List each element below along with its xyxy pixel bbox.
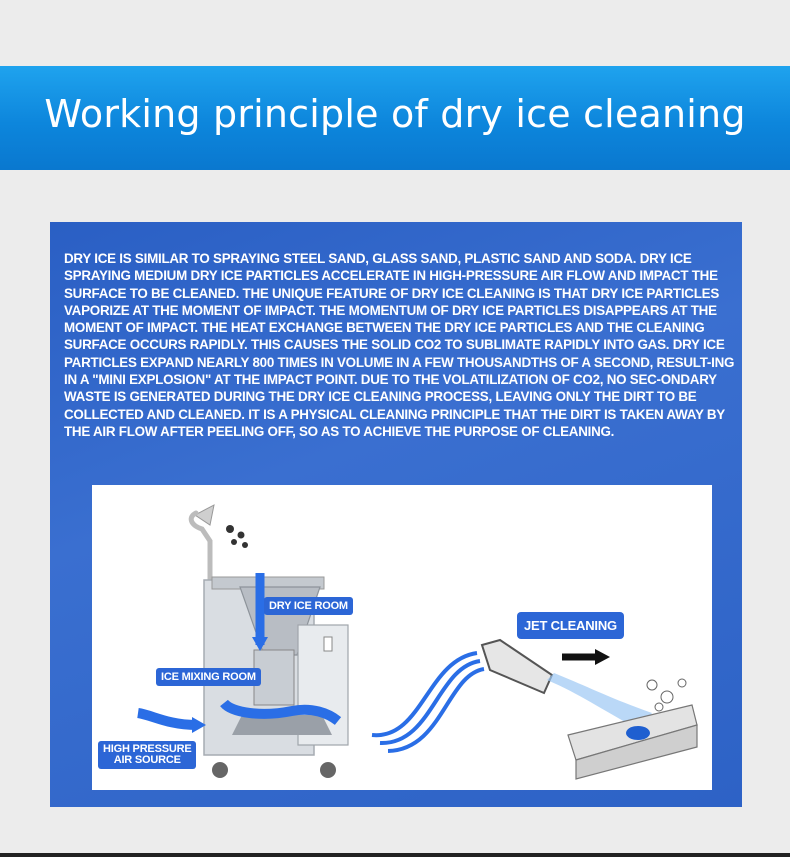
- page-title: Working principle of dry ice cleaning: [44, 92, 746, 136]
- title-banner: Working principle of dry ice cleaning: [0, 66, 790, 170]
- ice-mixing-room-label: ICE MIXING ROOM: [156, 668, 261, 686]
- mixed-flow-arrow: [220, 699, 342, 726]
- machine-handle: [188, 510, 213, 584]
- dirt-particle: [677, 678, 687, 688]
- ice-pellet: [231, 539, 237, 545]
- description-panel: DRY ICE IS SIMILAR TO SPRAYING STEEL SAN…: [50, 222, 742, 807]
- ice-pellet: [226, 525, 234, 533]
- dirt-particle: [660, 690, 674, 704]
- diagram-illustration: [137, 504, 698, 780]
- impact-point: [626, 726, 650, 740]
- wheel: [320, 762, 336, 778]
- air-source-label-line2: AIR SOURCE: [113, 754, 181, 766]
- workpiece-side: [575, 724, 698, 780]
- indicator: [323, 636, 333, 652]
- machine-base: [232, 715, 332, 735]
- wheel: [212, 762, 228, 778]
- ice-pellet: [237, 531, 245, 539]
- cleaning-process-diagram: DRY ICE ROOM ICE MIXING ROOM HIGH PRESSU…: [92, 485, 712, 790]
- air-source-label-line1: HIGH PRESSURE: [103, 743, 192, 755]
- nozzle: [480, 638, 554, 695]
- dirt-particle: [654, 702, 664, 712]
- scoop-icon: [194, 504, 215, 526]
- air-source-label: HIGH PRESSURE AIR SOURCE: [98, 741, 197, 769]
- hose: [371, 651, 478, 738]
- description-text: DRY ICE IS SIMILAR TO SPRAYING STEEL SAN…: [64, 251, 735, 439]
- ice-pellet: [242, 542, 248, 548]
- ice-spray: [547, 673, 652, 730]
- air-inlet-arrow: [137, 708, 197, 730]
- dirt-particle: [646, 679, 658, 691]
- dry-ice-room-label: DRY ICE ROOM: [264, 597, 353, 615]
- bottom-divider: [0, 853, 790, 857]
- jet-cleaning-label: JET CLEANING: [517, 612, 624, 639]
